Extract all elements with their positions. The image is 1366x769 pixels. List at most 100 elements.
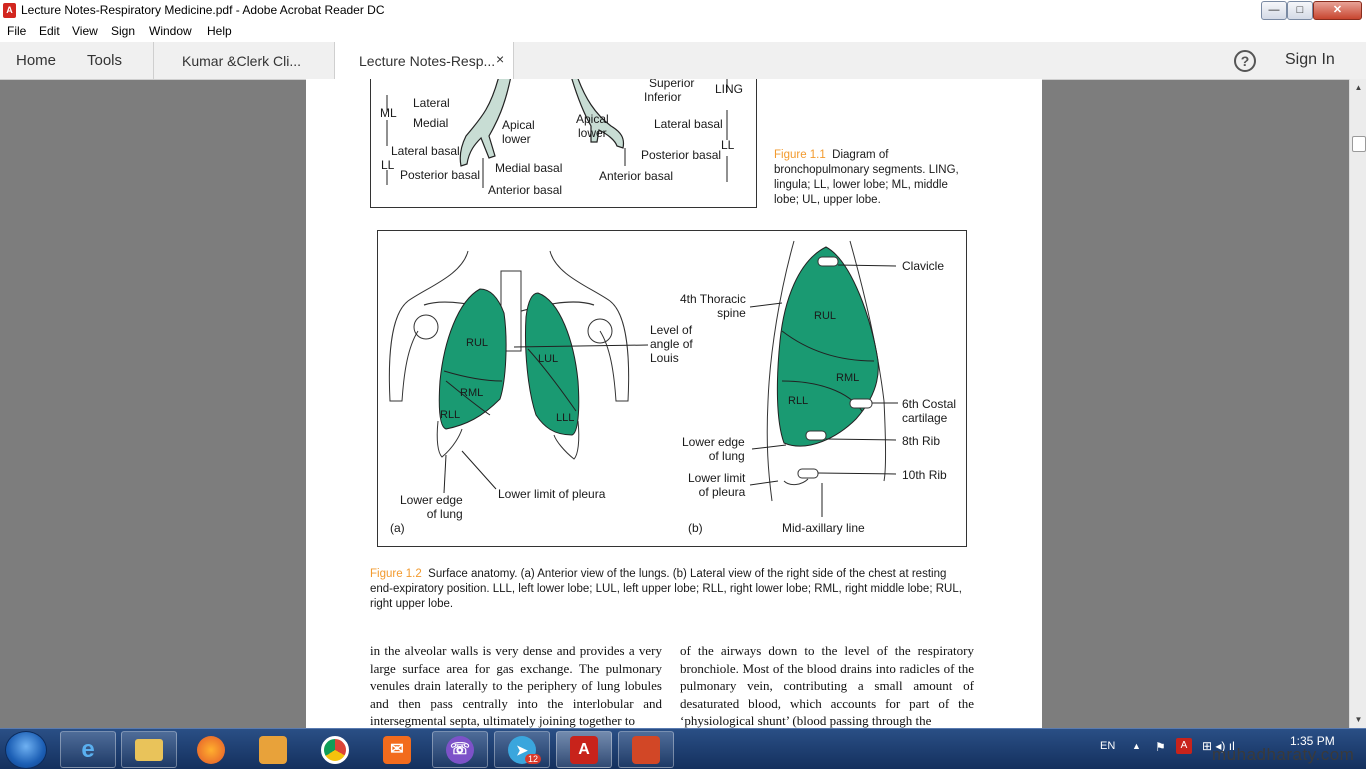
label-6th-costal-cartilage: 6th Costal cartilage — [902, 397, 957, 425]
label-ling: LING — [715, 82, 744, 96]
media-player-icon — [259, 736, 287, 764]
label-4th-thoracic-spine: 4th Thoracic spine — [680, 292, 746, 320]
menu-help[interactable]: Help — [207, 24, 232, 38]
label-rll-a: RLL — [440, 409, 461, 421]
acrobat-app-icon: A — [3, 3, 16, 18]
taskbar-internet-explorer[interactable]: e — [60, 731, 116, 768]
viber-icon: ☏ — [446, 736, 474, 764]
acrobat-icon: A — [570, 736, 598, 764]
taskbar-media-player[interactable] — [245, 731, 301, 768]
tab-close-icon[interactable]: × — [496, 51, 505, 67]
label-rul-a: RUL — [466, 337, 489, 349]
label-10th-rib: 10th Rib — [902, 468, 947, 482]
label-anterior-basal-1: Anterior basal — [488, 183, 563, 197]
label-medial: Medial — [413, 116, 449, 130]
tools-tab[interactable]: Tools — [87, 52, 123, 69]
mail-icon: ✉ — [383, 736, 411, 764]
document-tab-lecture-notes[interactable]: Lecture Notes-Resp... × — [334, 42, 514, 80]
label-8th-rib: 8th Rib — [902, 434, 941, 448]
label-panel-a: (a) — [390, 521, 405, 535]
firefox-icon — [197, 736, 225, 764]
menu-sign[interactable]: Sign — [111, 24, 136, 38]
maximize-button[interactable]: □ — [1287, 1, 1313, 20]
network-volume-icons[interactable]: ⊞ ◂) ıl — [1202, 739, 1235, 753]
label-clavicle: Clavicle — [902, 259, 945, 273]
label-lll: LLL — [556, 412, 575, 424]
label-lower-limit-a: Lower limit of pleura — [498, 487, 606, 501]
folder-icon — [135, 739, 163, 761]
menu-window[interactable]: Window — [149, 24, 192, 38]
minimize-button[interactable]: — — [1261, 1, 1287, 20]
label-rml-a: RML — [460, 387, 484, 399]
title-bar: A Lecture Notes-Respiratory Medicine.pdf… — [0, 0, 1366, 23]
document-tab-kumar[interactable]: Kumar &Clerk Cli... — [182, 53, 302, 69]
body-text-column-2: of the airways down to the level of the … — [680, 643, 974, 728]
menu-edit[interactable]: Edit — [39, 24, 60, 38]
taskbar-firefox[interactable] — [183, 731, 239, 768]
figure-1-1-caption: Figure 1.1 Diagram of bronchopulmonary s… — [774, 148, 974, 208]
close-button[interactable]: ✕ — [1313, 1, 1362, 20]
label-ml: ML — [380, 106, 397, 120]
surface-anatomy-drawing — [388, 240, 898, 517]
menu-bar: File Edit View Sign Window Help — [0, 22, 1366, 42]
window-title: Lecture Notes-Respiratory Medicine.pdf -… — [21, 3, 385, 17]
label-lower-limit-b: Lower limit of pleura — [688, 471, 746, 499]
label-panel-b: (b) — [688, 521, 703, 535]
figure-1-1-box: Superior Inferior LING ML Lateral Medial… — [370, 79, 757, 208]
scroll-down-arrow-icon[interactable]: ▼ — [1354, 715, 1363, 724]
label-lateral: Lateral — [413, 96, 450, 110]
figure-1-2-number: Figure 1.2 — [370, 568, 422, 580]
figure-1-1-number: Figure 1.1 — [774, 149, 826, 161]
pdf-page: Superior Inferior LING ML Lateral Medial… — [306, 79, 1042, 728]
figure-1-1-caption-text: Diagram of bronchopulmonary segments. LI… — [774, 149, 959, 206]
label-posterior-basal-2: Posterior basal — [641, 148, 722, 162]
windows-taskbar: e ✉ ☏ ➤12 A EN ▲ ⚑ A ⊞ ◂) ıl 1:35 PM — [0, 728, 1366, 769]
home-tab[interactable]: Home — [16, 52, 57, 69]
label-ll-2: LL — [721, 138, 735, 152]
scroll-thumb[interactable] — [1352, 136, 1366, 152]
start-button[interactable] — [5, 731, 47, 769]
figure-1-2-box: RUL LUL RML RLL LLL Level of angle of Lo… — [377, 230, 967, 547]
internet-explorer-icon: e — [81, 736, 95, 763]
label-apical-lower-1: Apical lower — [502, 118, 535, 146]
taskbar-file-explorer[interactable] — [121, 731, 177, 768]
label-inferior: Inferior — [644, 90, 682, 104]
label-lower-edge-a: Lower edge of lung — [400, 493, 463, 521]
powerpoint-icon — [632, 736, 660, 764]
scroll-up-arrow-icon[interactable]: ▲ — [1354, 83, 1363, 92]
label-lateral-basal-2: Lateral basal — [654, 117, 723, 131]
taskbar-mail[interactable]: ✉ — [369, 731, 425, 768]
label-mid-axillary-line: Mid-axillary line — [782, 521, 865, 535]
menu-file[interactable]: File — [7, 24, 27, 38]
label-lul: LUL — [538, 353, 559, 365]
tab-divider — [153, 42, 154, 79]
label-superior: Superior — [649, 79, 695, 90]
telegram-unread-badge: 12 — [525, 754, 542, 764]
show-hidden-icons-icon[interactable]: ▲ — [1132, 741, 1141, 751]
language-indicator[interactable]: EN — [1100, 740, 1116, 752]
taskbar-chrome[interactable] — [307, 731, 363, 768]
label-rml-b: RML — [836, 372, 860, 384]
menu-view[interactable]: View — [72, 24, 98, 38]
label-medial-basal: Medial basal — [495, 161, 563, 175]
taskbar-viber[interactable]: ☏ — [432, 731, 488, 768]
vertical-scrollbar[interactable]: ▲ ▼ — [1349, 79, 1366, 728]
taskbar-telegram[interactable]: ➤12 — [494, 731, 550, 768]
label-posterior-basal-1: Posterior basal — [400, 168, 481, 182]
sign-in-button[interactable]: Sign In — [1285, 51, 1335, 68]
taskbar-acrobat-reader[interactable]: A — [556, 731, 612, 768]
tool-tab-bar: Home Tools Kumar &Clerk Cli... Lecture N… — [0, 42, 1366, 80]
clock-time[interactable]: 1:35 PM — [1290, 734, 1335, 748]
label-ll-1: LL — [381, 158, 395, 172]
label-rll-b: RLL — [788, 395, 809, 407]
label-lateral-basal-1: Lateral basal — [391, 144, 460, 158]
taskbar-powerpoint[interactable] — [618, 731, 674, 768]
help-icon[interactable]: ? — [1234, 50, 1256, 72]
bronchial-tree-drawing — [386, 79, 728, 188]
label-anterior-basal-2: Anterior basal — [599, 169, 674, 183]
label-angle-of-louis: Level of angle of Louis — [650, 323, 693, 365]
figure-1-2-caption-text: Surface anatomy. (a) Anterior view of th… — [370, 568, 962, 610]
body-text-column-1: in the alveolar walls is very dense and … — [370, 643, 662, 728]
action-center-flag-icon[interactable]: ⚑ — [1155, 740, 1166, 754]
acrobat-tray-icon[interactable]: A — [1176, 738, 1192, 754]
